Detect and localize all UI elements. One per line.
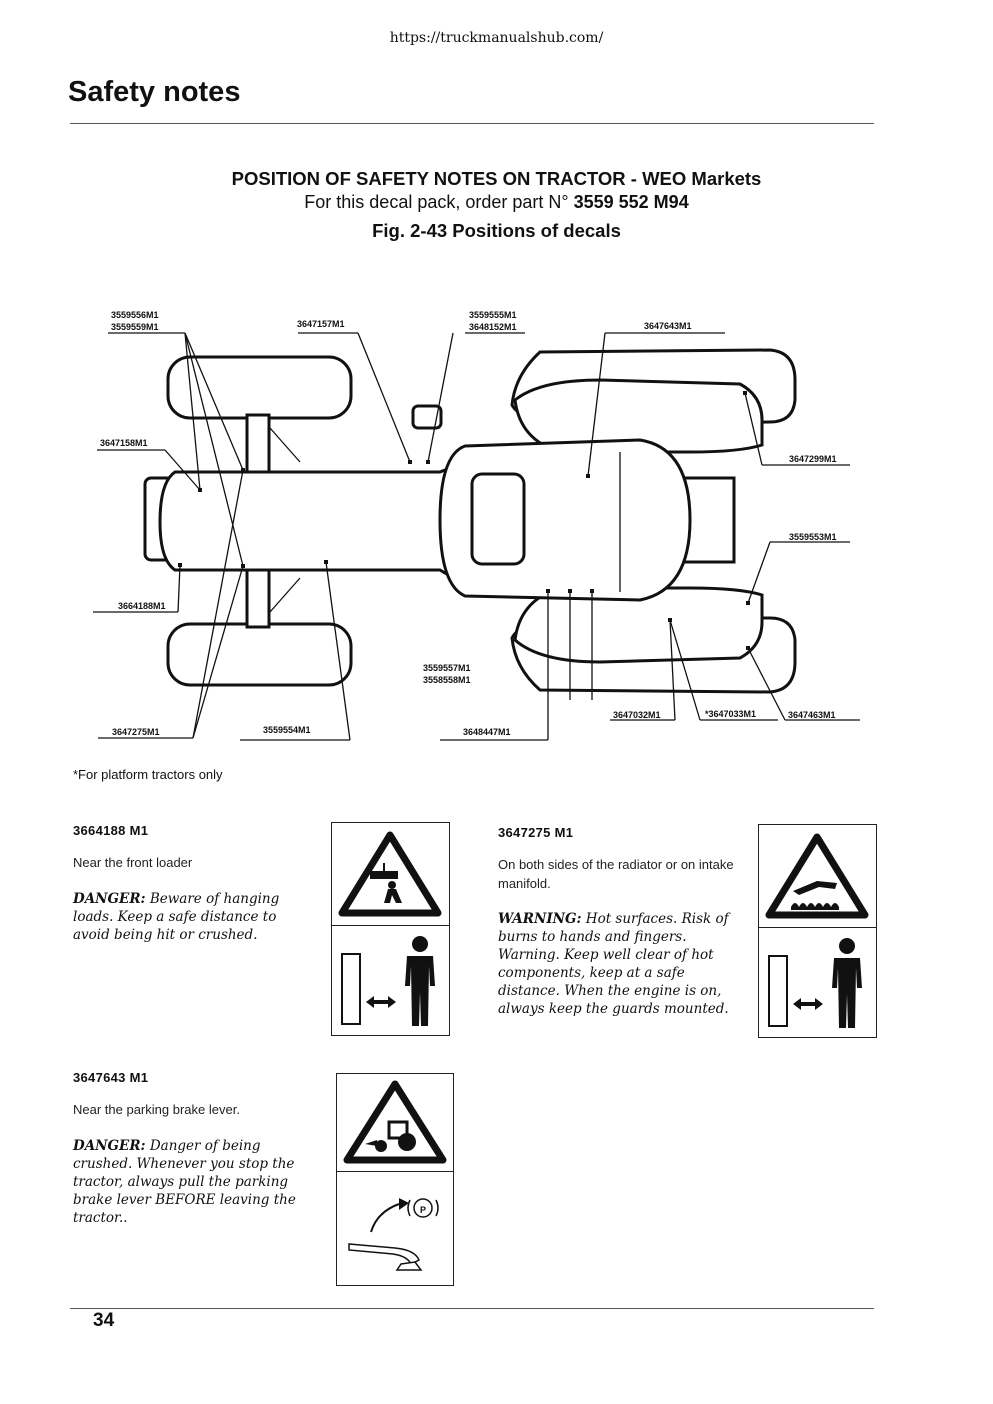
order-prefix: For this decal pack, order part N° bbox=[304, 192, 569, 212]
parking-brake-icon: P bbox=[348, 1198, 439, 1271]
label-3559554M1: 3559554M1 bbox=[263, 725, 311, 735]
section-heading: POSITION OF SAFETY NOTES ON TRACTOR - WE… bbox=[231, 168, 762, 189]
page-number: 34 bbox=[93, 1310, 115, 1331]
decal-description: Danger of being crushed. Whenever you st… bbox=[73, 1138, 296, 1226]
label-3648447M1: 3648447M1 bbox=[463, 727, 511, 737]
decal-description: Hot surfaces. Risk of burns to hands and… bbox=[498, 911, 729, 1017]
hanging-load-warning-icon bbox=[338, 831, 442, 917]
decal-location: Near the parking brake lever. bbox=[73, 1102, 240, 1117]
front-right-wheel bbox=[166, 622, 353, 687]
source-url: https://truckmanualshub.com/ bbox=[389, 30, 604, 46]
decal-description: Beware of hanging loads. Keep a safe dis… bbox=[73, 891, 280, 943]
label-3558558M1: 3558558M1 bbox=[423, 675, 471, 685]
label-3648152M1: 3648152M1 bbox=[469, 322, 517, 332]
rear-hitch bbox=[682, 476, 736, 564]
label-3647275M1: 3647275M1 bbox=[112, 727, 160, 737]
footnote: *For platform tractors only bbox=[73, 767, 223, 782]
decal-code: 3647643 M1 bbox=[73, 1070, 149, 1085]
decal-image-3647275 bbox=[758, 824, 877, 1038]
decal-location: Near the front loader bbox=[73, 855, 193, 870]
label-3647643M1: 3647643M1 bbox=[644, 321, 692, 331]
decal-level: DANGER: bbox=[73, 1138, 146, 1154]
decal-warning-text: WARNING: Hot surfaces. Risk of burns to … bbox=[498, 910, 733, 1018]
decal-image-3647643: P bbox=[336, 1073, 454, 1286]
label-3559556M1: 3559556M1 bbox=[111, 310, 159, 320]
steering-wheel bbox=[411, 404, 443, 430]
figure-caption: Fig. 2-43 Positions of decals bbox=[372, 220, 621, 241]
footer-rule bbox=[70, 1308, 874, 1309]
label-3647158M1: 3647158M1 bbox=[100, 438, 148, 448]
hot-surface-warning-icon bbox=[765, 833, 869, 919]
keep-distance-icon bbox=[341, 936, 435, 1026]
label-3559553M1: 3559553M1 bbox=[789, 532, 837, 542]
decal-code: 3647275 M1 bbox=[498, 825, 574, 840]
decal-code: 3664188 M1 bbox=[73, 823, 149, 838]
order-part-number: 3559 552 M94 bbox=[573, 192, 689, 212]
label-3647463M1: 3647463M1 bbox=[788, 710, 836, 720]
runover-warning-icon bbox=[343, 1080, 447, 1164]
header-rule bbox=[70, 123, 874, 124]
label-3647299M1: 3647299M1 bbox=[789, 454, 837, 464]
front-left-wheel bbox=[166, 355, 353, 420]
decal-warning-text: DANGER: Beware of hanging loads. Keep a … bbox=[73, 890, 288, 944]
order-line: For this decal pack, order part N° 3559 … bbox=[0, 192, 993, 213]
decal-level: WARNING: bbox=[498, 911, 582, 927]
decal-warning-text: DANGER: Danger of being crushed. Wheneve… bbox=[73, 1137, 298, 1227]
label-3664188M1: 3664188M1 bbox=[118, 601, 166, 611]
page-title: Safety notes bbox=[68, 76, 241, 108]
label-3559559M1: 3559559M1 bbox=[111, 322, 159, 332]
decal-level: DANGER: bbox=[73, 891, 146, 907]
label-3647032M1: 3647032M1 bbox=[613, 710, 661, 720]
cab-window bbox=[470, 472, 526, 566]
keep-distance-icon bbox=[768, 938, 862, 1028]
decal-location: On both sides of the radiator or on inta… bbox=[498, 857, 734, 891]
parking-symbol: P bbox=[420, 1205, 426, 1215]
engine-hood bbox=[158, 465, 452, 579]
decal-image-3664188 bbox=[331, 822, 450, 1036]
tractor-decal-diagram: 3559556M1 3559559M1 3647157M1 3559555M1 … bbox=[93, 310, 860, 741]
label-3559557M1: 3559557M1 bbox=[423, 663, 471, 673]
label-3559555M1: 3559555M1 bbox=[469, 310, 517, 320]
label-3647033M1: *3647033M1 bbox=[705, 709, 756, 719]
label-3647157M1: 3647157M1 bbox=[297, 319, 345, 329]
